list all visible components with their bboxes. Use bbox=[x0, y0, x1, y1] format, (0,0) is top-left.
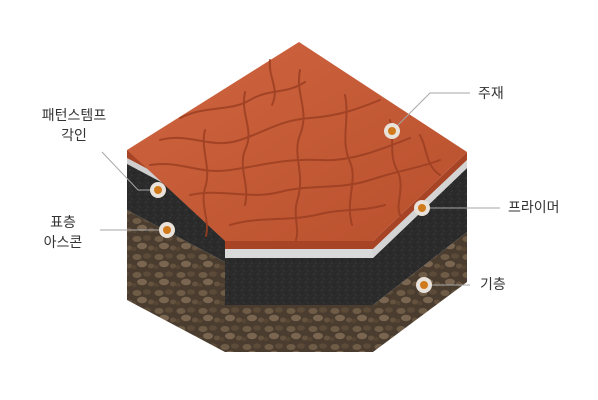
marker-base-layer bbox=[416, 277, 432, 293]
stamp-pattern-lines bbox=[149, 59, 441, 241]
marker-pattern-stamp bbox=[150, 182, 166, 198]
base-layer-left-face bbox=[127, 210, 225, 352]
asphalt-front-face bbox=[225, 258, 373, 305]
marker-primer bbox=[414, 200, 430, 216]
label-surface-ascon-line2: 아스콘 bbox=[43, 235, 83, 251]
label-top-coat: 주재 bbox=[478, 86, 504, 102]
label-base-layer: 기층 bbox=[480, 277, 506, 293]
label-primer: 프라이머 bbox=[508, 200, 560, 216]
base-layer-front-face bbox=[225, 305, 373, 352]
label-pattern-stamp-line2: 각인 bbox=[61, 128, 87, 144]
marker-surface-ascon bbox=[159, 222, 175, 238]
stamp-front-edge bbox=[225, 241, 373, 249]
asphalt-right-face bbox=[373, 168, 467, 305]
base-layer-right-face bbox=[373, 232, 467, 352]
label-surface-ascon: 표층 아스콘 bbox=[28, 213, 98, 253]
label-pattern-stamp: 패턴스템프 각인 bbox=[34, 106, 114, 146]
primer-front-face bbox=[225, 249, 373, 258]
label-pattern-stamp-line1: 패턴스템프 bbox=[41, 108, 107, 124]
marker-top-coat bbox=[384, 123, 400, 139]
stamp-top-surface bbox=[127, 42, 467, 241]
label-surface-ascon-line1: 표층 bbox=[50, 215, 76, 231]
